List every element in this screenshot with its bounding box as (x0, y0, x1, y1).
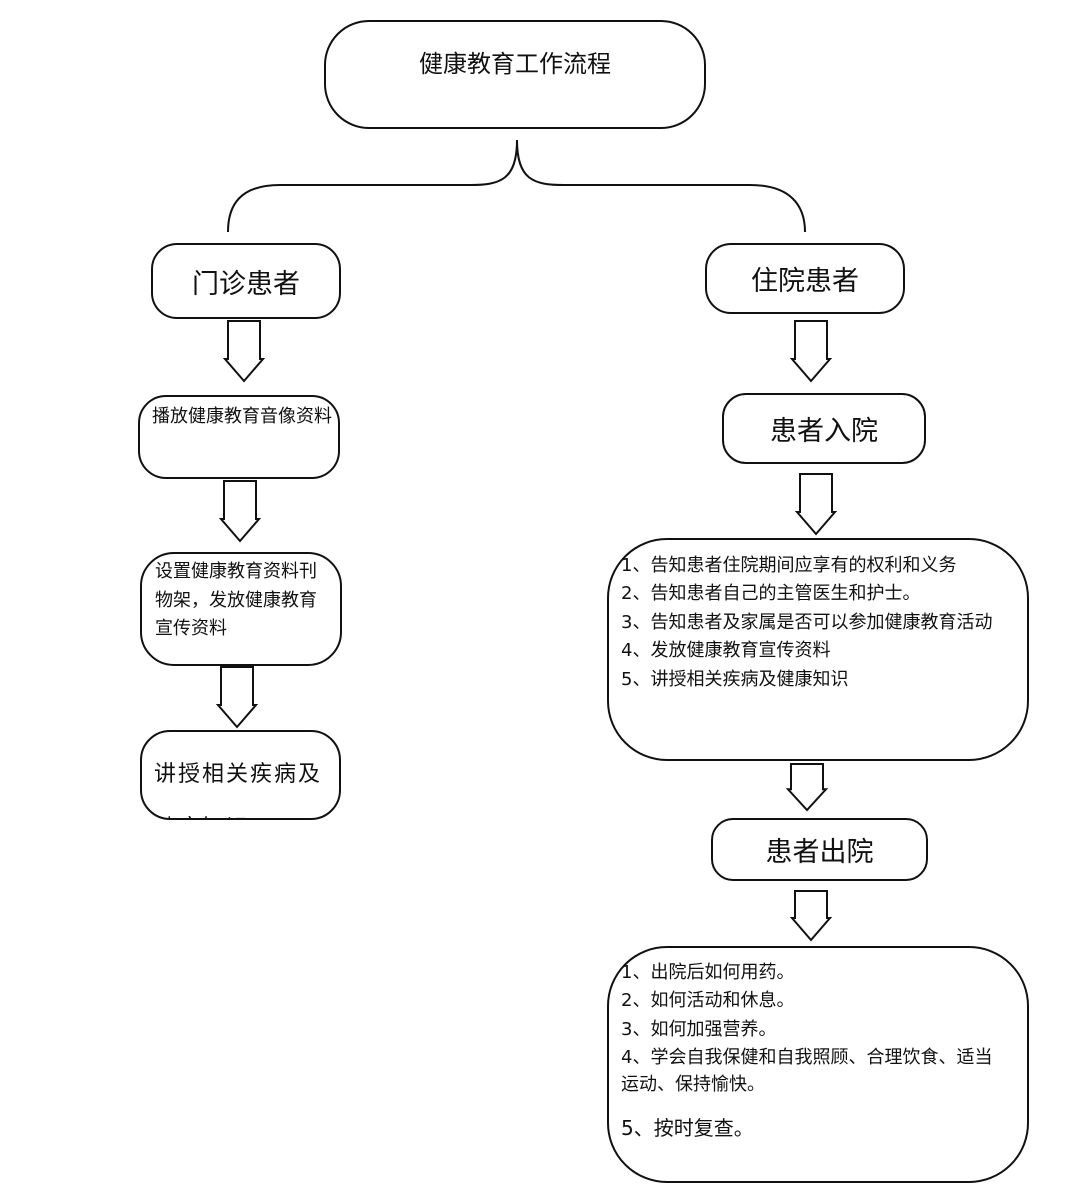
outpatient-box: 门诊患者 (151, 243, 341, 319)
admission-box: 患者入院 (722, 393, 926, 464)
title-box: 健康教育工作流程 (324, 20, 706, 129)
down-arrow-icon (794, 473, 838, 536)
admission-item: 1、告知患者住院期间应享有的权利和义务 (621, 555, 957, 576)
step-text: 讲授相关疾病及 (154, 762, 323, 787)
down-arrow-icon (222, 320, 266, 383)
admission-item: 5、讲授相关疾病及健康知识 (621, 669, 849, 690)
step-text: 播放健康教育音像资料 (152, 406, 332, 427)
outpatient-step-1: 播放健康教育音像资料 (138, 395, 340, 479)
discharge-box: 患者出院 (711, 818, 928, 881)
down-arrow-icon (215, 666, 259, 729)
admission-item: 2、告知患者自己的主管医生和护士。 (621, 583, 921, 604)
admission-item: 4、发放健康教育宣传资料 (621, 640, 831, 661)
step-text: 设置健康教育资料刊 (155, 561, 317, 582)
inpatient-box: 住院患者 (705, 243, 905, 314)
down-arrow-icon (785, 763, 829, 812)
down-arrow-icon (789, 890, 833, 942)
discharge-label: 患者出院 (765, 837, 874, 868)
brace-connector (227, 139, 806, 233)
outpatient-heading: 门诊患者 (192, 268, 300, 300)
discharge-item: 运动、保持愉快。 (621, 1074, 765, 1095)
step-text: 物架，发放健康教育 (155, 590, 317, 611)
admission-items-box: 1、告知患者住院期间应享有的权利和义务 2、告知患者自己的主管医生和护士。 3、… (607, 538, 1029, 761)
discharge-item: 4、学会自我保健和自我照顾、合理饮食、适当 (621, 1047, 993, 1068)
down-arrow-icon (789, 320, 833, 383)
discharge-item: 5、按时复查。 (621, 1116, 754, 1140)
admission-label: 患者入院 (770, 416, 878, 447)
discharge-item: 3、如何加强营养。 (621, 1019, 777, 1040)
discharge-items-box: 1、出院后如何用药。 2、如何活动和休息。 3、如何加强营养。 4、学会自我保健… (607, 946, 1029, 1183)
admission-item: 3、告知患者及家属是否可以参加健康教育活动 (621, 612, 993, 633)
outpatient-step-3: 讲授相关疾病及 健康知识 (140, 730, 341, 820)
inpatient-heading: 住院患者 (751, 266, 859, 297)
step-text: 宣传资料 (155, 618, 227, 639)
outpatient-step-2: 设置健康教育资料刊 物架，发放健康教育 宣传资料 (140, 552, 342, 666)
step-text-clipped: 健康知识 (154, 810, 250, 818)
down-arrow-icon (218, 480, 262, 543)
discharge-item: 1、出院后如何用药。 (621, 962, 795, 983)
discharge-item: 2、如何活动和休息。 (621, 990, 795, 1011)
diagram-title: 健康教育工作流程 (419, 50, 611, 78)
